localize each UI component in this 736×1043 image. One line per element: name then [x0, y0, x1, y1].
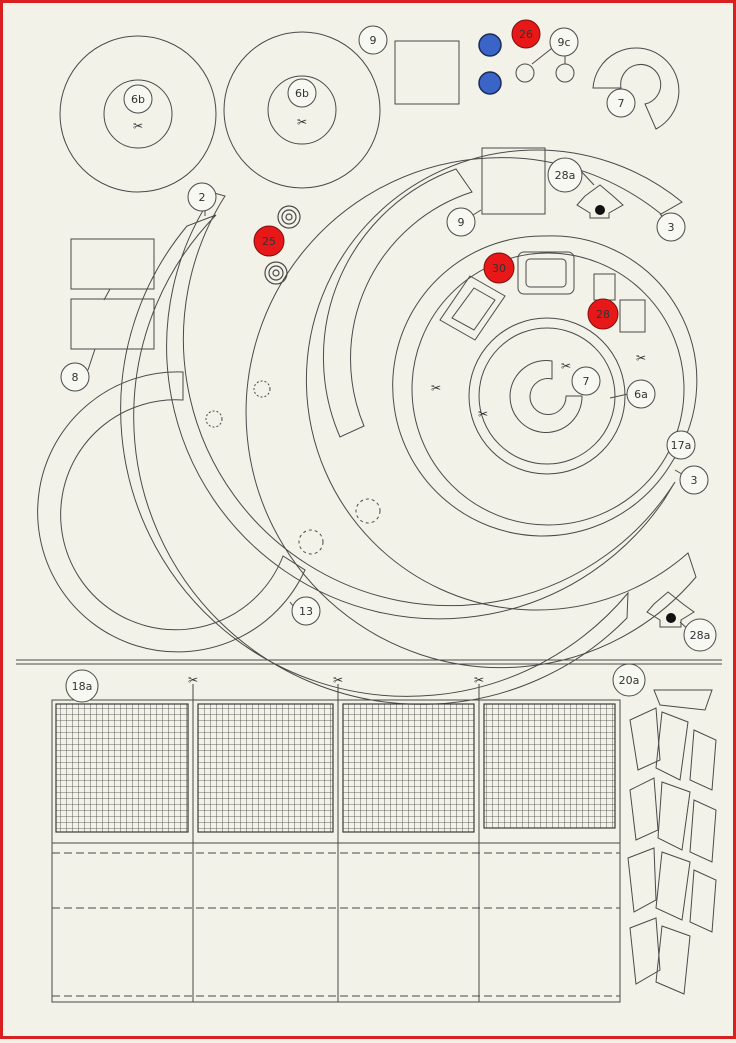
scissors-icon: ✂ — [297, 115, 307, 129]
ring-17a — [392, 235, 698, 537]
scissors-icon: ✂ — [133, 119, 143, 133]
grid-panels — [55, 703, 616, 833]
tile-20a-12 — [655, 925, 691, 995]
scissors-icon: ✂ — [636, 351, 646, 365]
rect-part-8-a — [70, 238, 155, 290]
washer-upper — [277, 205, 301, 229]
scissors-icon: ✂ — [431, 381, 441, 395]
red-marker-26 — [511, 19, 541, 49]
label-30: 30 — [492, 262, 506, 275]
red-marker-30 — [483, 252, 515, 284]
wheel-6b-right-outer — [223, 31, 381, 189]
tab-28a-top-hole — [595, 205, 605, 215]
label-3-low: 3 — [691, 474, 698, 487]
label-8: 8 — [72, 371, 79, 384]
blue-marker-top — [478, 33, 502, 57]
label-28: 28 — [596, 308, 610, 321]
square-part-9-top — [394, 40, 460, 105]
label-6b-left: 6b — [131, 93, 145, 106]
scissors-icon: ✂ — [188, 673, 198, 687]
washer-lower — [264, 261, 288, 285]
ring-6a-inner — [478, 327, 616, 465]
grid-panel-3 — [342, 703, 475, 833]
part-7-inner — [509, 360, 583, 433]
label-18a: 18a — [72, 680, 93, 693]
label-17a: 17a — [671, 439, 692, 452]
arc-band-2 — [166, 192, 676, 620]
tile-20a-1 — [653, 689, 713, 711]
part-30-skewed — [439, 275, 506, 341]
tile-20a-5 — [629, 777, 659, 841]
tile-20a-3 — [655, 711, 689, 781]
red-marker-25 — [253, 225, 285, 257]
arc-band-9 — [322, 168, 473, 438]
label-9c: 9c — [557, 36, 570, 49]
scissors-icon: ✂ — [474, 673, 484, 687]
label-28a-top: 28a — [555, 169, 576, 182]
part-30-block — [517, 251, 575, 295]
label-6a: 6a — [634, 388, 648, 401]
grid-panel-1 — [55, 703, 189, 833]
tab-28a-bottom-hole — [666, 613, 676, 623]
tile-20a-10 — [689, 869, 717, 933]
arc-part-13 — [37, 371, 306, 653]
tab-28a-top — [576, 184, 624, 219]
tile-20a-9 — [655, 851, 691, 921]
label-6b-right: 6b — [295, 87, 309, 100]
label-26: 26 — [519, 28, 533, 41]
label-7-top: 7 — [618, 97, 625, 110]
rect-part-8-b — [70, 298, 155, 350]
grid-panel-4 — [483, 703, 616, 829]
wheel-6b-right-inner — [267, 75, 337, 145]
label-2: 2 — [199, 191, 206, 204]
tile-20a-7 — [689, 799, 717, 863]
scissors-icon: ✂ — [561, 359, 571, 373]
tile-20a-2 — [629, 707, 661, 771]
red-marker-28 — [587, 298, 619, 330]
label-28a-low: 28a — [690, 629, 711, 642]
tile-20a-8 — [627, 847, 657, 913]
tile-20a-11 — [629, 917, 661, 985]
blue-marker-bottom — [478, 71, 502, 95]
label-13: 13 — [299, 605, 313, 618]
wheel-6b-left-outer — [59, 35, 217, 193]
ring-inner-large — [411, 252, 685, 526]
scissors-icon: ✂ — [333, 673, 343, 687]
part-7-top — [592, 47, 680, 130]
ring-6a-outer — [468, 317, 626, 475]
label-3-top: 3 — [668, 221, 675, 234]
wheel-6b-left-inner — [103, 79, 173, 149]
label-20a: 20a — [619, 674, 640, 687]
label-25: 25 — [262, 235, 276, 248]
grid-strip-18a — [51, 699, 621, 1003]
label-7-mid: 7 — [583, 375, 590, 388]
square-part-9-mid — [481, 147, 546, 215]
tile-20a-6 — [657, 781, 691, 851]
label-9-mid: 9 — [458, 216, 465, 229]
part-9c-circle-a — [515, 63, 535, 83]
arc-part-2-large — [120, 214, 629, 705]
grid-panel-2 — [197, 703, 334, 833]
arc-part-3-outer — [245, 149, 697, 669]
label-9-top: 9 — [370, 34, 377, 47]
scissors-icon: ✂ — [478, 407, 488, 421]
tile-20a-4 — [689, 729, 717, 791]
